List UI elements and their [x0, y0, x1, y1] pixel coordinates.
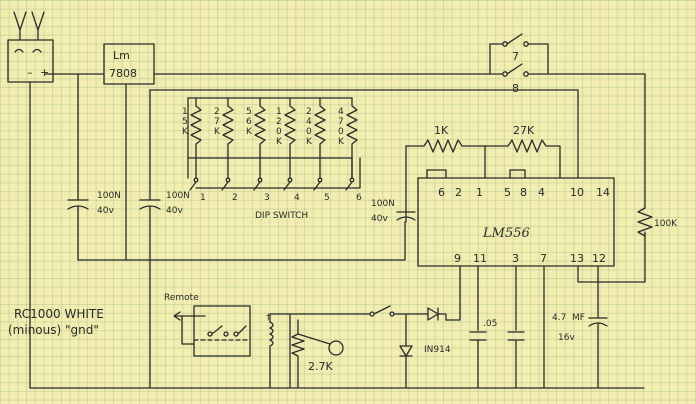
dip-resistor-char: K	[306, 137, 313, 147]
ic-bottom-pin: 9	[454, 252, 461, 265]
dip-resistor-char: 5	[182, 117, 188, 127]
note-line-1: RC1000 WHITE	[14, 307, 104, 321]
ic-bottom-pin: 11	[473, 252, 487, 265]
dip-resistor-char: K	[338, 137, 345, 147]
ic-top-pin: 6	[438, 186, 445, 199]
dip-switch-6[interactable]: 6	[345, 177, 362, 203]
r4-label: 2.7K	[308, 360, 333, 373]
dip-resistor-char: 1	[276, 107, 282, 117]
dip-switch-3[interactable]: 3	[253, 177, 270, 203]
r3-label: 100K	[654, 219, 678, 229]
dip-resistor-char: 4	[306, 117, 312, 127]
ic-bottom-pin: 12	[592, 252, 606, 265]
remote-label: Remote	[164, 293, 199, 303]
c2-voltage: 40v	[166, 206, 183, 216]
dip-resistor-char: 2	[276, 117, 282, 127]
resistor-r1: 1K	[405, 124, 486, 153]
switch-8-label: 8	[512, 82, 519, 95]
regulator-label-1: Lm	[113, 49, 130, 62]
receiver-plus: +	[40, 66, 49, 79]
dip-resistor-char: 2	[306, 107, 312, 117]
c4-value: .05	[483, 319, 497, 329]
dip-switch-number: 1	[200, 193, 206, 203]
receiver-minus: –	[27, 66, 33, 79]
ic-name: LM556	[482, 226, 530, 241]
resistor-r2: 27K	[484, 124, 561, 179]
dip-resistor-char: 0	[338, 127, 344, 137]
dip-switch-number: 2	[232, 193, 238, 203]
regulator-label-2: 7808	[109, 67, 137, 80]
dip-resistor-2: 27K	[214, 97, 234, 179]
c5-voltage: 16v	[558, 333, 575, 343]
ic-top-pin: 1	[476, 186, 483, 199]
c1-value: 100N	[97, 191, 121, 201]
c5-unit: MF	[572, 313, 585, 323]
dip-switch-1[interactable]: 1	[189, 177, 206, 203]
dip-resistor-char: 4	[338, 107, 344, 117]
dip-resistor-char: 6	[246, 117, 252, 127]
dip-resistor-char: 7	[214, 117, 220, 127]
note-line-2: (minous) "gnd"	[8, 323, 99, 337]
dip-switch-number: 5	[324, 193, 330, 203]
ic-top-pin: 14	[596, 186, 610, 199]
dip-switch-label: DIP SWITCH	[255, 211, 308, 221]
ic-bottom-pin: 7	[540, 252, 547, 265]
r1-r2-wiring	[405, 145, 486, 223]
dip-resistor-char: 2	[214, 107, 220, 117]
ic-top-pin: 10	[570, 186, 584, 199]
positive-bus	[149, 89, 579, 179]
ic-top-pin: 4	[538, 186, 545, 199]
antenna-receiver: – +	[7, 11, 105, 389]
d2-label: IN914	[424, 345, 451, 355]
resistor-r3: 100K	[637, 207, 678, 237]
regulator-7808: Lm 7808	[103, 43, 491, 261]
capacitor-c1: 100N 40v	[67, 73, 121, 261]
dip-switch-number: 4	[294, 193, 300, 203]
c5-value: 4.7	[552, 313, 566, 323]
switch-group: 7 8	[489, 33, 646, 209]
dip-resistor-1: 15K	[182, 97, 202, 179]
c3-value: 100N	[371, 199, 395, 209]
dip-resistor-char: 5	[246, 107, 252, 117]
ic-top-pin: 2	[455, 186, 462, 199]
dip-switch-4[interactable]: 4	[283, 177, 300, 203]
ic-top-pin: 5	[504, 186, 511, 199]
c1-voltage: 40v	[97, 206, 114, 216]
r1-label: 1K	[434, 124, 449, 137]
ic-bottom-pin: 13	[570, 252, 584, 265]
capacitor-c2: 100N 40v	[139, 89, 190, 389]
dip-resistor-char: 0	[276, 127, 282, 137]
dip-resistor-char: K	[246, 127, 253, 137]
ic-top-pin: 8	[520, 186, 527, 199]
dip-resistor-char: K	[276, 137, 283, 147]
dip-switch-number: 6	[356, 193, 362, 203]
r2-label: 27K	[513, 124, 535, 137]
relay-marker: †	[266, 313, 271, 323]
dip-resistor-3: 56K	[246, 97, 266, 179]
dip-resistor-char: K	[214, 127, 221, 137]
dip-resistor-char: 7	[338, 117, 344, 127]
dip-switch-number: 3	[264, 193, 270, 203]
dip-switch-5[interactable]: 5	[313, 177, 330, 203]
relay-section: Remote † 2.7K IN914	[164, 293, 451, 389]
lower-bus	[77, 221, 406, 261]
dip-resistor-char: K	[182, 127, 189, 137]
c2-value: 100N	[166, 191, 190, 201]
dip-switch-2[interactable]: 2	[221, 177, 238, 203]
c3-voltage: 40v	[371, 214, 388, 224]
dip-resistor-char: 0	[306, 127, 312, 137]
ic-bottom-pin: 3	[512, 252, 519, 265]
ic-pin-jumpers	[426, 169, 526, 179]
capacitor-c3: 100N 40v	[371, 199, 416, 224]
dip-resistor-char: 1	[182, 107, 188, 117]
switch-7-label: 7	[512, 50, 519, 63]
